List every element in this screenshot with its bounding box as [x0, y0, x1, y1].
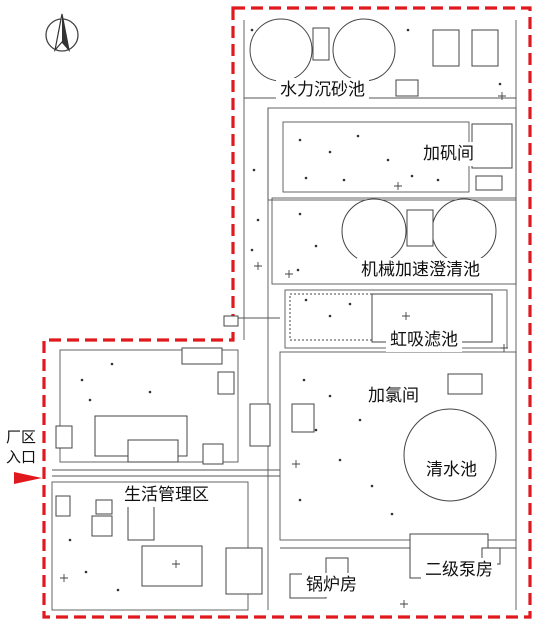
entrance-arrow-icon [14, 472, 42, 484]
entrance-label-line1: 厂区 [6, 428, 37, 446]
road-network [51, 20, 517, 611]
vegetation-markers [68, 28, 502, 592]
entrance-label: 厂区 入口 [6, 427, 36, 467]
survey-markers [60, 92, 508, 608]
label-clarifier: 机械加速澄清池 [357, 258, 484, 282]
site-boundary [42, 6, 532, 619]
north-arrow-icon [45, 13, 79, 53]
buildings [55, 18, 513, 599]
label-grit-chamber: 水力沉砂池 [276, 78, 369, 102]
label-living-area: 生活管理区 [120, 483, 213, 507]
label-pump-house: 二级泵房 [421, 558, 497, 582]
entrance-label-line2: 入口 [6, 448, 37, 466]
label-alum-room: 加矾间 [419, 142, 478, 166]
label-clear-water-tank: 清水池 [422, 458, 481, 482]
label-siphon-filter: 虹吸滤池 [386, 328, 462, 352]
label-boiler-room: 锅炉房 [302, 573, 361, 597]
label-chlorination-room: 加氯间 [364, 384, 423, 408]
